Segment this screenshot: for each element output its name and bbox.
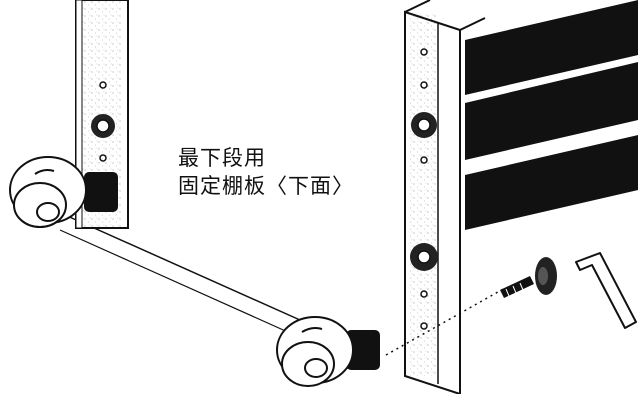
shelf-strips	[465, 0, 638, 230]
annotation-line-1: 最下段用	[178, 146, 266, 170]
right-post	[404, 0, 486, 394]
bolt	[500, 276, 534, 298]
fixed-shelf-board	[59, 214, 301, 334]
washer	[535, 257, 557, 295]
caster-wheel-right	[276, 316, 380, 387]
hex-key	[575, 252, 637, 329]
caster-wheel-left	[9, 156, 118, 228]
annotation-line-2: 固定棚板〈下面〉	[178, 174, 354, 198]
